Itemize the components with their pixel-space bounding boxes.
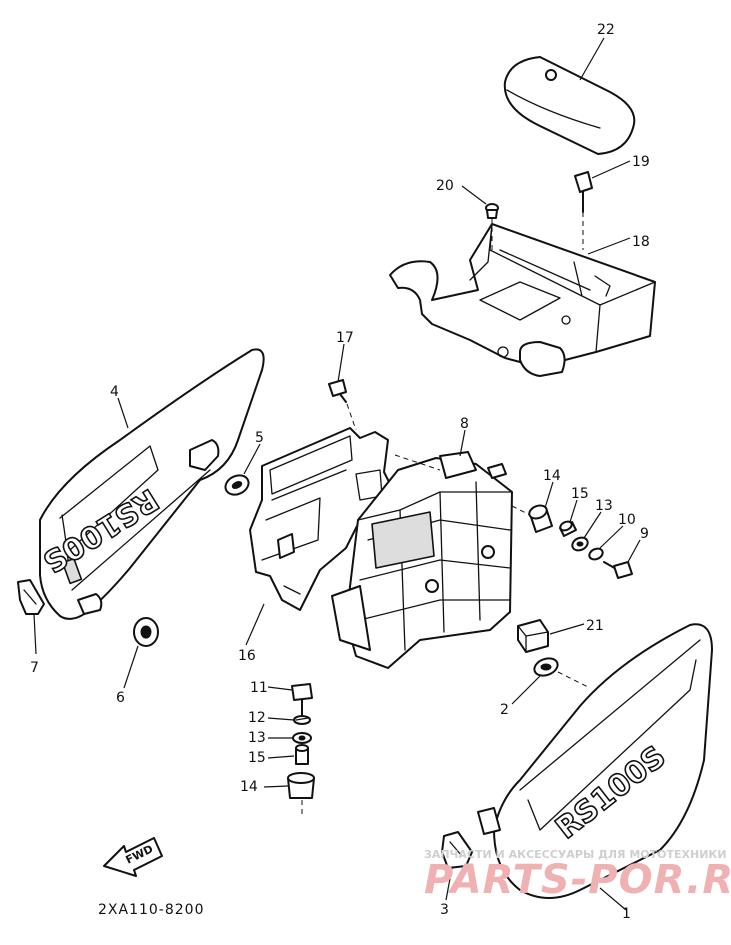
cover-peg-lower	[77, 593, 103, 615]
watermark-logo: PARTS-POR.RU	[424, 857, 731, 903]
label-part-17: 17	[336, 330, 354, 346]
label-part-13-upper: 13	[595, 498, 613, 514]
grommet-part-20	[485, 203, 499, 250]
label-part-22: 22	[597, 22, 615, 38]
damper-part-14-lower	[287, 772, 315, 818]
rubber-block-part-21	[517, 619, 549, 653]
leader-lines	[33, 37, 641, 911]
cover-peg-upper	[189, 439, 220, 471]
clip-part-3	[441, 831, 473, 869]
lock-washer-part-12	[293, 715, 311, 725]
label-part-15-upper: 15	[571, 486, 589, 502]
battery-terminal	[439, 451, 477, 479]
label-part-5: 5	[255, 430, 264, 446]
label-part-20: 20	[436, 178, 454, 194]
label-part-21: 21	[586, 618, 604, 634]
label-part-10: 10	[618, 512, 636, 528]
label-part-7: 7	[30, 660, 39, 676]
label-part-3: 3	[440, 902, 449, 918]
label-part-15-lower: 15	[248, 750, 266, 766]
label-part-11: 11	[250, 680, 268, 696]
grommet-part-2	[533, 657, 591, 689]
watermark-tagline: ЗАПЧАСТИ И АКСЕССУАРЫ ДЛЯ МОТОТЕХНИКИ	[424, 848, 727, 861]
bolt-part-17	[328, 379, 357, 431]
washer-part-13-upper	[571, 536, 589, 552]
grommet-part-6	[133, 617, 159, 647]
washer-part-13-lower	[292, 732, 312, 744]
label-part-2: 2	[500, 702, 509, 718]
collar-part-15-upper	[559, 520, 577, 537]
label-part-13-lower: 13	[248, 730, 266, 746]
label-part-14-upper: 14	[543, 468, 561, 484]
label-part-16: 16	[238, 648, 256, 664]
seat-bolt-icon	[545, 69, 557, 81]
bolt-part-11	[291, 683, 313, 717]
bolt-part-9	[603, 561, 633, 579]
label-part-9: 9	[640, 526, 649, 542]
collar-part-15-lower	[295, 744, 309, 765]
grommet-part-5	[224, 474, 250, 496]
label-part-4: 4	[110, 384, 119, 400]
label-part-1: 1	[622, 906, 631, 922]
washer-part-10	[588, 547, 604, 561]
seat-pad-part-22	[503, 56, 636, 155]
right-side-cover-part-1: RS100S	[477, 623, 713, 899]
label-part-14-lower: 14	[240, 779, 258, 795]
bolt-part-19	[574, 171, 593, 250]
label-part-18: 18	[632, 234, 650, 250]
forward-direction-arrow: FWD	[103, 837, 163, 877]
left-side-cover-part-4: RS100S	[36, 348, 265, 620]
label-part-8: 8	[460, 416, 469, 432]
label-part-6: 6	[116, 690, 125, 706]
drawing-code: 2XA110-8200	[98, 902, 204, 918]
watermark: ЗАПЧАСТИ И АКСЕССУАРЫ ДЛЯ МОТОТЕХНИКИ PA…	[424, 848, 731, 903]
label-part-19: 19	[632, 154, 650, 170]
label-part-12: 12	[248, 710, 266, 726]
tray-damper	[519, 341, 566, 377]
battery-tray-part-18	[389, 223, 656, 377]
battery-part-8	[331, 451, 531, 669]
battery-bracket-part-16	[249, 427, 397, 611]
clip-part-7	[17, 579, 45, 615]
part-number-labels: 22 19 20 18 17 4 5 8 14 15 13 10 9 7 16 …	[30, 22, 650, 922]
damper-part-14-upper	[528, 504, 553, 533]
